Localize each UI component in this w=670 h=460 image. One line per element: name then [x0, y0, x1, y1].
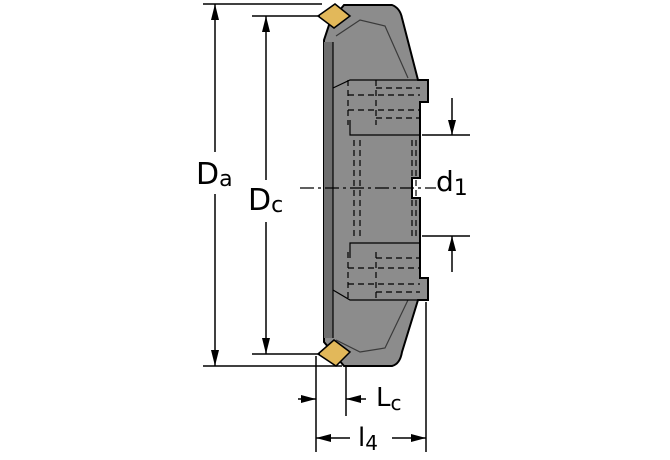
dim-d1 [422, 98, 470, 272]
d1-arrow-bottom [448, 236, 456, 251]
Dc-arrow-bottom [262, 338, 270, 354]
d1-arrow-top [448, 120, 456, 135]
center-bore-left [353, 140, 361, 240]
d1-label: d1 [436, 165, 468, 201]
dim-Lc [298, 356, 366, 416]
hub-step-bottom [349, 242, 420, 258]
Lc-label: Lc [376, 383, 402, 415]
top-insert [316, 3, 352, 29]
l4-arrow-left [316, 434, 331, 442]
Da-arrow-top [211, 4, 219, 20]
l4-label: l4 [358, 423, 378, 455]
chip-pocket-top [335, 19, 409, 79]
center-bore-right [411, 140, 417, 240]
Dc-label: Dc [248, 183, 283, 218]
hub-step-top [349, 120, 420, 136]
Lc-arrow-right [346, 395, 361, 403]
l4-arrow-right [411, 434, 426, 442]
lower-screw-hole [347, 252, 420, 298]
body-shoulder-bottom [332, 289, 420, 301]
Dc-label-bg [246, 180, 286, 222]
hidden-lines [347, 80, 420, 298]
Da-label-bg [194, 152, 234, 194]
bottom-insert [316, 339, 352, 367]
Da-arrow-bottom [211, 350, 219, 366]
Dc-arrow-top [262, 16, 270, 32]
cutter-front-face [324, 42, 333, 338]
upper-screw-hole [347, 80, 420, 125]
Lc-arrow-left [301, 395, 316, 403]
chip-pocket-bottom [335, 299, 409, 353]
Da-label: Da [196, 157, 233, 192]
body-shoulder-top [332, 79, 420, 89]
dim-l4 [315, 302, 427, 452]
